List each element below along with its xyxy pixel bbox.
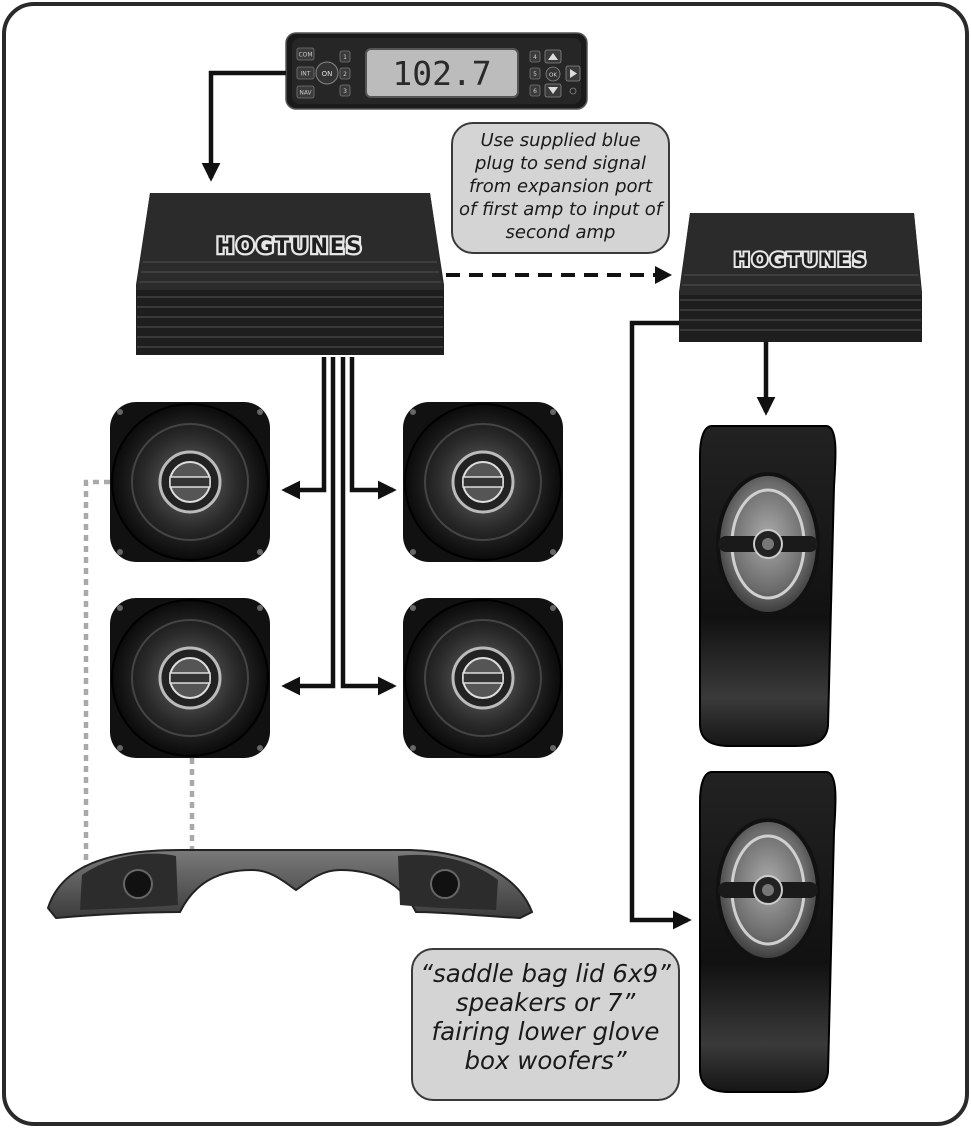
preset-3-label: 3 bbox=[343, 88, 347, 95]
expansion-port-note: Use supplied blue plug to send signal fr… bbox=[451, 122, 670, 254]
saddlebag-lid-bottom bbox=[700, 772, 836, 1092]
note-line: fairing lower glove bbox=[419, 1017, 672, 1046]
int-label: INT bbox=[301, 71, 311, 78]
amp1-brand-logo: HOGTUNES bbox=[217, 234, 364, 258]
frequency-readout: 102.7 bbox=[392, 54, 491, 93]
note-line: of first amp to input of bbox=[459, 198, 662, 221]
note-line: Use supplied blue bbox=[459, 129, 662, 152]
ok-label: OK bbox=[549, 73, 557, 79]
head-unit: COM INT NAV ON 1 2 3 102.7 4 5 6 OK bbox=[286, 33, 587, 109]
amplifier-2: HOGTUNES bbox=[679, 213, 922, 342]
note-line: plug to send signal bbox=[459, 152, 662, 175]
note-line: speakers or 7” bbox=[419, 988, 672, 1017]
preset-2-label: 2 bbox=[343, 71, 347, 78]
com-label: COM bbox=[298, 52, 312, 59]
saddlebag-lid-top bbox=[700, 426, 836, 746]
note-line: from expansion port bbox=[459, 175, 662, 198]
power-label: ON bbox=[322, 70, 333, 78]
speaker-front-left bbox=[110, 402, 270, 562]
preset-6-label: 6 bbox=[533, 88, 537, 95]
note-line: “saddle bag lid 6x9” bbox=[419, 959, 672, 988]
nav-label: NAV bbox=[299, 90, 312, 97]
preset-1-label: 1 bbox=[343, 54, 347, 61]
note-line: second amp bbox=[459, 221, 662, 244]
speakers-note: “saddle bag lid 6x9” speakers or 7” fair… bbox=[411, 948, 680, 1101]
note-line: box woofers” bbox=[419, 1046, 672, 1075]
speaker-rear-left bbox=[110, 598, 270, 758]
amplifier-1: HOGTUNES bbox=[136, 193, 444, 355]
speaker-rear-right bbox=[403, 598, 563, 758]
speaker-front-right bbox=[403, 402, 563, 562]
amp2-brand-logo: HOGTUNES bbox=[734, 249, 868, 271]
preset-4-label: 4 bbox=[533, 54, 537, 61]
preset-5-label: 5 bbox=[533, 71, 537, 78]
